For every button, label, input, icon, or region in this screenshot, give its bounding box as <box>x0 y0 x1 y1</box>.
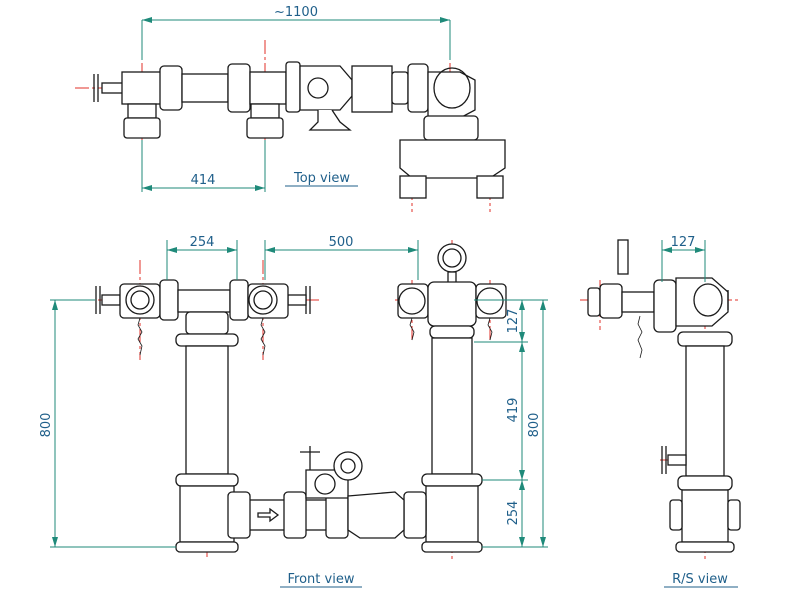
dim-front-mid: 419 <box>506 398 521 423</box>
caption-side-view: R/S view <box>672 572 728 587</box>
dim-front-spacing-left: 254 <box>190 235 215 250</box>
dim-front-height-left: 800 <box>39 413 54 438</box>
dim-front-lower: 254 <box>506 501 521 526</box>
caption-top-view: Top view <box>293 171 350 186</box>
top-view: ~1100 414 Top view <box>75 5 506 212</box>
dim-front-spacing-right: 500 <box>329 235 354 250</box>
dim-top-spacing: 414 <box>191 173 216 188</box>
dim-front-upper: 127 <box>506 309 521 334</box>
side-view: 127 R/S view <box>580 235 741 588</box>
dim-side-offset: 127 <box>671 235 696 250</box>
dim-top-overall: ~1100 <box>274 5 318 20</box>
caption-front-view: Front view <box>288 572 355 587</box>
dim-front-height-right: 800 <box>527 413 542 438</box>
front-view: 254 500 800 127 419 254 800 Front view <box>39 235 548 588</box>
